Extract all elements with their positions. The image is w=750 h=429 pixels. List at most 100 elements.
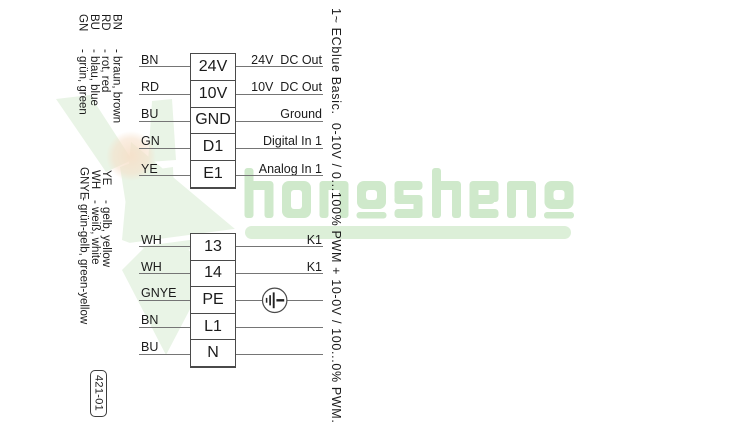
- letter-stroke: [244, 168, 254, 218]
- legend-color-name: blau, blue: [87, 56, 100, 106]
- wire-row-left: RD: [139, 81, 190, 95]
- relay-label: K1: [306, 259, 322, 274]
- upper-terminal-block: 24V 10V GND D1 E1: [190, 53, 236, 189]
- legend-abbreviation: BN: [110, 14, 123, 30]
- letter-stroke: [264, 184, 274, 218]
- legend-color-name: gelb, yellow: [100, 207, 113, 268]
- wire-function-label: Analog In 1: [258, 161, 322, 176]
- drawing-number-box: 421-01: [90, 370, 107, 417]
- wire-row-left: YE: [139, 161, 190, 177]
- wire-line: [236, 93, 323, 95]
- terminal-cell: L1: [191, 313, 235, 341]
- legend-line: RD - rot, red: [99, 14, 112, 123]
- wire-color-label: GN: [141, 134, 160, 149]
- legend-line: GN-grün, green: [76, 14, 89, 123]
- terminal-label: GND: [195, 111, 231, 129]
- relay-label: K1: [306, 232, 322, 247]
- legend-color-name: braun, brown: [110, 56, 123, 124]
- wire-line: [236, 175, 323, 177]
- wire-row-right: [236, 314, 323, 328]
- legend-abbreviation: RD: [99, 14, 112, 31]
- letter-stroke: [489, 184, 499, 202]
- wire-color-label: GNYE: [141, 286, 177, 301]
- wire-row-left: GNYE: [139, 287, 190, 301]
- legend-color-name: grün, green: [76, 56, 89, 115]
- legend-abbreviation: BU: [87, 14, 100, 30]
- wire-function-label: 10V DC Out: [251, 80, 322, 94]
- terminal-cell: 10V: [191, 80, 235, 108]
- legend-color-name: rot, red: [99, 56, 112, 93]
- wire-line: [236, 66, 323, 68]
- letter-stroke: [527, 184, 536, 218]
- terminal-label: 13: [204, 237, 222, 255]
- wire-color-label: BN: [141, 52, 159, 67]
- wire-row-right: K1: [236, 260, 323, 274]
- wire-line: [139, 246, 190, 248]
- legend-abbreviation: GNYE: [77, 167, 90, 200]
- wire-color-label: YE: [141, 161, 158, 176]
- terminal-label: N: [207, 344, 219, 362]
- legend-line: YE - gelb, yellow: [100, 170, 113, 327]
- wire-line: [236, 246, 323, 248]
- terminal-cell: 24V: [191, 54, 235, 81]
- watermark-underline-bar: [245, 226, 571, 239]
- legend-dash: -: [99, 49, 112, 53]
- wire-color-label: BN: [141, 313, 159, 328]
- emblem-petal: [148, 99, 176, 162]
- wire-function-label: Digital In 1: [262, 134, 322, 149]
- wire-line: [139, 353, 190, 355]
- letter-stroke: [366, 190, 377, 200]
- terminal-cell: 13: [191, 234, 235, 261]
- terminal-cell: D1: [191, 134, 235, 162]
- letter-stroke: [469, 209, 499, 218]
- wire-row-right: [236, 341, 323, 355]
- letter-stroke: [471, 195, 495, 204]
- wire-function-label: 24V DC Out: [251, 52, 322, 67]
- terminal-label: 10V: [198, 84, 228, 102]
- wire-function-label: Ground: [280, 107, 322, 122]
- terminal-cell: N: [191, 340, 235, 367]
- wire-line: [236, 273, 323, 274]
- wire-row-left: WH: [139, 260, 190, 274]
- watermark-letterforms: [244, 168, 574, 219]
- letter-stroke: [553, 190, 565, 200]
- wire-row-right: Analog In 1: [236, 161, 323, 177]
- letter-stroke: [291, 190, 302, 209]
- letter-stroke: [507, 181, 516, 218]
- legend-line: BN - braun, brown: [110, 14, 123, 124]
- legend-dash: -: [100, 200, 113, 204]
- terminal-label: 14: [204, 264, 222, 282]
- emblem-accent-dot: [106, 131, 156, 181]
- terminal-label: E1: [203, 165, 223, 183]
- letter-stroke: [394, 209, 423, 218]
- wire-row-right: Digital In 1: [236, 135, 323, 149]
- wire-row-left: WH: [139, 232, 190, 248]
- wire-color-label: BU: [141, 107, 159, 122]
- emblem-petal: [122, 227, 210, 355]
- wire-row-right: 24V DC Out: [236, 52, 323, 68]
- wire-row-right: 10V DC Out: [236, 81, 323, 95]
- letter-stroke: [432, 168, 441, 218]
- drawing-number: 421-01: [92, 375, 105, 412]
- wire-color-label: RD: [141, 80, 160, 94]
- wire-color-label: WH: [141, 259, 162, 274]
- legend-abbreviation: GN: [76, 14, 89, 32]
- terminal-label: 24V: [198, 57, 228, 75]
- wire-line: [139, 93, 190, 95]
- wire-line: [236, 353, 323, 355]
- legend-line: WH-weiß, white: [88, 170, 101, 327]
- wire-line: [139, 273, 190, 274]
- terminal-cell: E1: [191, 161, 235, 188]
- wire-row-left: BN: [139, 52, 190, 68]
- legend-abbreviation: WH: [88, 170, 101, 190]
- wire-line: [139, 66, 190, 68]
- letter-stroke: [452, 184, 461, 218]
- wire-color-label: WH: [141, 232, 162, 247]
- diagram-title-note: 1~ ECblue Basic. 0-10V / 0...100% PWM + …: [329, 8, 343, 424]
- legend-dash: -: [110, 49, 123, 53]
- legend-abbreviation: YE: [100, 170, 113, 186]
- letter-stroke: [356, 212, 387, 219]
